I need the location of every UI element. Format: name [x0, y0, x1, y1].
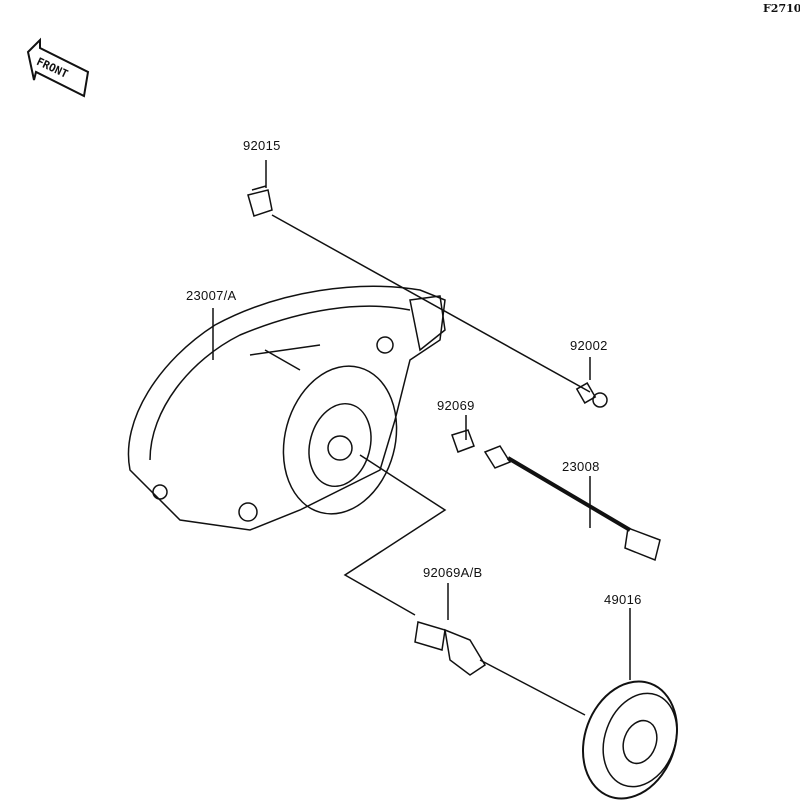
part-label-23008: 23008 — [562, 459, 600, 474]
part-label-23007a: 23007/A — [186, 288, 237, 303]
screw-92002 — [575, 382, 608, 408]
leader-bulb-cover — [479, 659, 586, 716]
part-label-92002: 92002 — [570, 338, 608, 353]
bulb-cover-49016 — [581, 680, 679, 800]
socket-harness-23008 — [483, 445, 661, 562]
front-arrow-icon — [26, 37, 90, 98]
part-label-49016: 49016 — [604, 592, 642, 607]
headlight-housing — [127, 285, 446, 531]
leader-bulb-path — [343, 454, 447, 616]
leader-92015-92002 — [271, 214, 591, 393]
diagram-code: F2710 — [763, 2, 800, 15]
clip-92015 — [247, 185, 273, 217]
bulb-92069 — [451, 429, 475, 453]
part-label-92069ab: 92069A/B — [423, 565, 483, 580]
part-label-92015: 92015 — [243, 138, 281, 153]
part-label-92069: 92069 — [437, 398, 475, 413]
bulb-92069ab — [414, 621, 487, 676]
